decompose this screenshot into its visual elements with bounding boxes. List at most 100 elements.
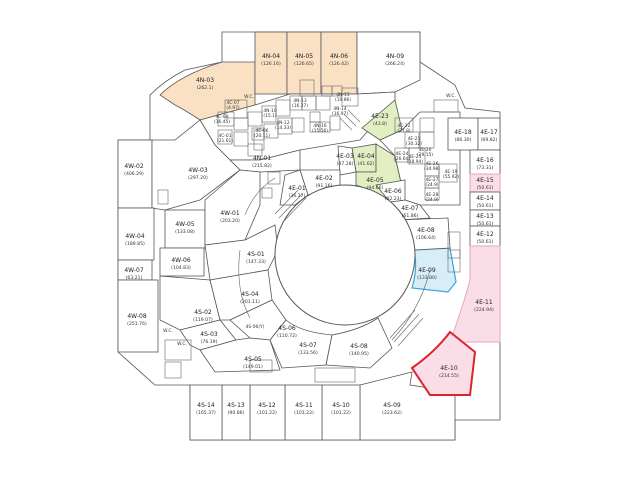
unit-area-n_s4: (21.61) bbox=[217, 138, 233, 144]
unit-label-n09: 4N-09 bbox=[386, 53, 404, 60]
unit-label-e20: 4E-20 bbox=[419, 147, 432, 153]
unit-label-w05: 4W-05 bbox=[175, 221, 194, 228]
unit-area-e12: (50.61) bbox=[477, 239, 494, 245]
unit-label-e11: 4E-11 bbox=[475, 299, 493, 306]
unit-label-n_s4: 4C-01 bbox=[218, 133, 231, 139]
unit-label-w07: 4W-07 bbox=[124, 267, 143, 274]
unit-label-e22: 4E-22 bbox=[398, 123, 411, 129]
unit-area-w05: (133.08) bbox=[175, 229, 195, 235]
unit-area-w07: (63.21) bbox=[126, 275, 143, 281]
unit-area-w06: (104.83) bbox=[171, 265, 191, 271]
unit-area-n08: (16.45) bbox=[214, 119, 230, 125]
unit-label-e27: 4E-27 bbox=[426, 177, 439, 183]
unit-4S-11[interactable] bbox=[284, 384, 323, 441]
unit-4S-07[interactable] bbox=[269, 319, 333, 369]
unit-area-s04: (201.11) bbox=[240, 299, 260, 305]
unit-area-e27: (24.9) bbox=[425, 182, 438, 188]
unit-4E-01[interactable] bbox=[279, 169, 309, 206]
unit-label-n03: 4N-03 bbox=[196, 77, 214, 84]
unit-area-e15: (50.61) bbox=[477, 185, 494, 191]
unit-4E-03[interactable] bbox=[337, 145, 357, 176]
unit-label-wc_sw1: W.C. bbox=[163, 328, 173, 334]
unit-area-n_s2: (20.11) bbox=[254, 133, 270, 139]
unit-label-s02: 4S-02 bbox=[194, 309, 212, 316]
unit-label-s04: 4S-04 bbox=[241, 291, 259, 298]
unit-label-e17: 4E-17 bbox=[480, 129, 498, 136]
unit-label-e21: 4E-21 bbox=[408, 136, 421, 142]
unit-area-e16: (73.31) bbox=[477, 165, 494, 171]
unit-4W-04[interactable] bbox=[117, 207, 155, 261]
unit-label-n_s8: 4N-16 bbox=[313, 123, 326, 129]
unit-area-e05: (94.66) bbox=[367, 185, 384, 191]
unit-area-e01: (36.17) bbox=[289, 193, 306, 199]
unit-area-e24: (26.64) bbox=[394, 156, 410, 162]
unit-4S-14[interactable] bbox=[189, 384, 223, 441]
unit-label-wc_sw2: W.C. bbox=[177, 341, 187, 347]
unit-area-e14: (50.61) bbox=[477, 203, 494, 209]
unit-label-e07: 4E-07 bbox=[401, 205, 419, 212]
unit-area-e08: (106.64) bbox=[416, 235, 436, 241]
unit-label-e03: 4E-03 bbox=[336, 153, 354, 160]
unit-area-e03: (47.28) bbox=[337, 161, 354, 167]
unit-4E-10[interactable] bbox=[410, 330, 477, 396]
unit-label-wc_ne: W.C. bbox=[446, 93, 456, 99]
unit-4N-09[interactable] bbox=[356, 31, 421, 95]
unit-area-w04: (189.85) bbox=[125, 241, 145, 247]
unit-area-n05: (126.65) bbox=[294, 61, 314, 67]
unit-area-e21: (30.32) bbox=[406, 141, 422, 147]
unit-4S-08[interactable] bbox=[325, 317, 393, 369]
unit-area-n04: (126.16) bbox=[261, 61, 281, 67]
unit-label-e19: 4E-19 bbox=[445, 169, 458, 175]
unit-4S-13[interactable] bbox=[221, 384, 251, 441]
unit-label-e18: 4E-18 bbox=[454, 129, 472, 136]
unit-area-n_s5: (16.27) bbox=[292, 103, 308, 109]
unit-4E-11[interactable] bbox=[449, 245, 501, 343]
unit-area-e18: (86.30) bbox=[455, 137, 472, 143]
unit-4W-08[interactable] bbox=[117, 279, 159, 353]
unit-4W-05[interactable] bbox=[164, 209, 206, 249]
unit-label-n_wc: W.C. bbox=[244, 94, 254, 100]
unit-label-n05: 4N-05 bbox=[295, 53, 313, 60]
unit-area-w01: (203.20) bbox=[220, 218, 240, 224]
unit-area-s07: (133.56) bbox=[298, 350, 318, 356]
unit-4N-04[interactable] bbox=[254, 31, 288, 95]
unit-label-e23: 4E-23 bbox=[371, 113, 389, 120]
central-atrium bbox=[274, 184, 416, 326]
unit-area-n07: (4.97) bbox=[226, 105, 239, 111]
unit-label-e12: 4E-12 bbox=[476, 231, 494, 238]
unit-area-s02: (119.07) bbox=[193, 317, 213, 323]
unit-label-s13: 4S-13 bbox=[227, 402, 245, 409]
unit-label-s05: 4S-05 bbox=[244, 356, 262, 363]
unit-4W-03[interactable] bbox=[151, 119, 241, 211]
unit-4W-06[interactable] bbox=[159, 247, 205, 277]
unit-area-e20: (29.15) bbox=[417, 152, 433, 158]
unit-4E-06[interactable] bbox=[375, 179, 406, 203]
unit-label-e05: 4E-05 bbox=[366, 177, 384, 184]
unit-4W-02[interactable] bbox=[117, 139, 153, 209]
unit-label-n_s1: 4N-10 bbox=[263, 108, 276, 114]
unit-area-e19: (55.92) bbox=[443, 174, 459, 180]
unit-area-e22: (27.8) bbox=[397, 128, 410, 134]
unit-area-e10: (214.55) bbox=[439, 373, 459, 379]
east-small-shops bbox=[379, 99, 461, 206]
unit-label-s09: 4S-09 bbox=[383, 402, 401, 409]
unit-label-w06: 4W-06 bbox=[171, 257, 190, 264]
ring-corridor bbox=[238, 177, 431, 341]
unit-label-s10: 4S-10 bbox=[332, 402, 350, 409]
unit-label-n_s2: 4C-06 bbox=[255, 128, 268, 134]
unit-label-s12: 4S-12 bbox=[258, 402, 276, 409]
unit-area-e09: (133.80) bbox=[417, 275, 437, 281]
unit-label-n_s5: 4N-13 bbox=[293, 98, 306, 104]
unit-label-w04: 4W-04 bbox=[125, 233, 144, 240]
unit-4N-06[interactable] bbox=[320, 31, 358, 95]
unit-label-e24: 4E-24 bbox=[396, 151, 409, 157]
unit-area-n_s7: (19.86) bbox=[335, 97, 351, 103]
unit-label-n01: 4N-01 bbox=[253, 155, 271, 162]
unit-label-e02: 4E-02 bbox=[315, 175, 333, 182]
unit-area-s01: (147.33) bbox=[246, 259, 266, 265]
unit-label-s08: 4S-08 bbox=[350, 343, 368, 350]
escalators-and-stairs bbox=[157, 129, 461, 383]
unit-4S-10[interactable] bbox=[321, 384, 361, 441]
unit-area-s03: (76.19) bbox=[201, 339, 218, 345]
